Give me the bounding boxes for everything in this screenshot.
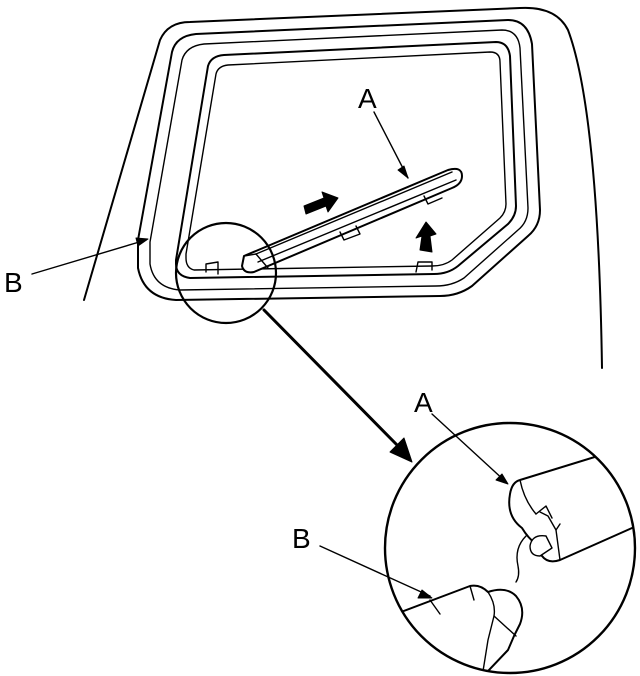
slide-direction-arrow <box>303 191 339 215</box>
leader-line-b-detail <box>319 545 431 597</box>
callout-label-b-main: B <box>4 267 23 298</box>
lift-direction-arrow <box>415 221 437 253</box>
zoom-connector-arrow <box>262 308 413 463</box>
callout-label-b-detail: B <box>292 523 311 554</box>
detail-view <box>383 421 637 675</box>
leader-arrowhead-b-detail <box>417 589 433 599</box>
leader-arrowhead-a-detail <box>495 473 509 485</box>
leader-line-a-detail <box>431 413 507 483</box>
window-molding-b <box>149 29 529 291</box>
clip-strip-a <box>241 167 463 274</box>
magnifier-circle-detail <box>383 421 637 675</box>
leader-line-b-main <box>31 239 147 275</box>
leader-arrowhead-a-main <box>397 165 409 179</box>
magnifier-circle-main <box>174 221 278 325</box>
leader-arrowhead-b-main <box>135 237 149 247</box>
callout-label-a-main: A <box>358 83 377 114</box>
door-panel <box>83 6 603 369</box>
callout-label-a-detail: A <box>414 387 433 418</box>
